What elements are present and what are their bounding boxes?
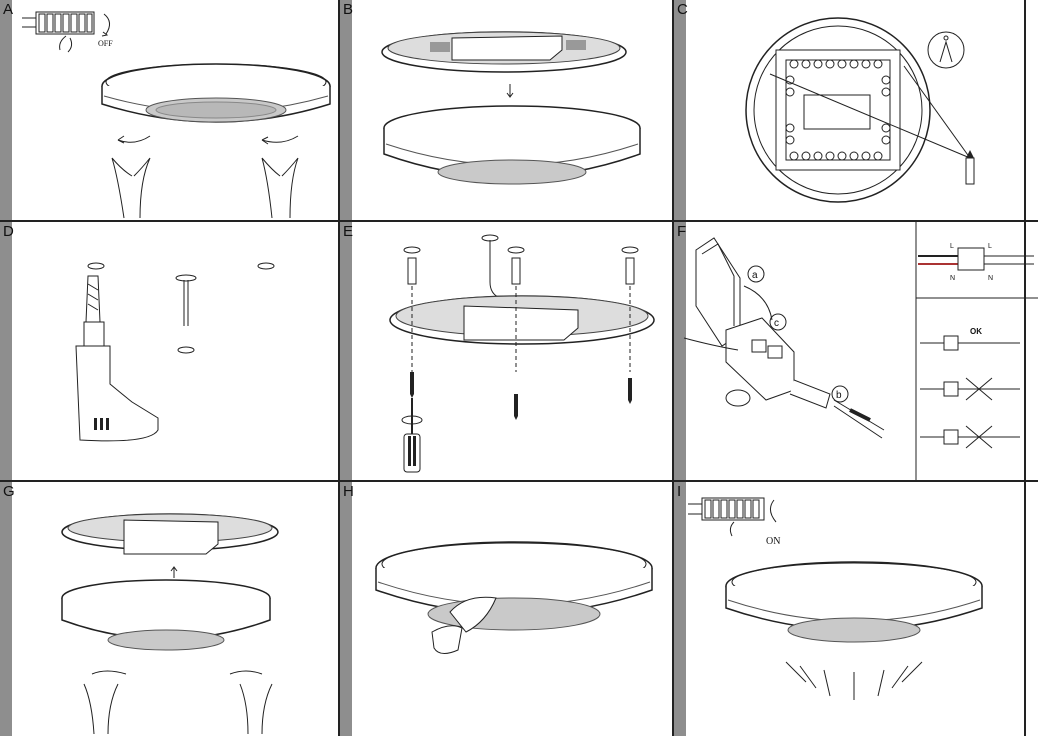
- power-switch-off-icon: [22, 11, 110, 53]
- wiring-diagram-icon: [918, 247, 1034, 271]
- outer-border-right: [1024, 0, 1026, 736]
- panel-e-illustration: [389, 234, 655, 473]
- panel-c-letter: C: [677, 1, 688, 18]
- panel-d-bar: [0, 222, 12, 480]
- row-divider: [0, 480, 1038, 482]
- rotate-arrow-left-icon: [117, 135, 151, 143]
- step-b-marker: [831, 385, 849, 403]
- screw-icon: [410, 372, 632, 420]
- row-divider: [0, 220, 1038, 222]
- panel-c-illustration: [745, 17, 975, 203]
- step-c-label: c: [774, 318, 779, 329]
- panel-b: B: [340, 0, 672, 220]
- panel-e-letter: E: [343, 223, 354, 240]
- curved-arrow-icon: [743, 285, 773, 321]
- wall-plug-icon: [407, 257, 635, 285]
- step-b-label: b: [836, 390, 842, 401]
- rotate-arrow-icon: [91, 670, 127, 675]
- power-switch-on-icon: [688, 497, 777, 537]
- panel-b-letter: B: [343, 1, 354, 18]
- switch-off-label: OFF: [98, 39, 113, 48]
- panel-g-bar: [0, 482, 12, 736]
- drill-hole-icon: [87, 262, 105, 270]
- panel-e-bar: [340, 222, 352, 480]
- mounting-base-icon: [381, 31, 627, 73]
- panel-i-illustration: ON: [688, 497, 983, 700]
- led-holes-icon: [785, 59, 891, 161]
- rotate-arrow-right-icon: [261, 135, 299, 143]
- panel-e: E: [340, 222, 672, 480]
- step-a-label: a: [752, 270, 758, 281]
- lamp-body-icon: [383, 105, 641, 185]
- magnified-pencil-icon: [927, 31, 965, 69]
- step-a-marker: [747, 265, 765, 283]
- panel-h-bar: [340, 482, 352, 736]
- left-hand-icon: [83, 683, 119, 735]
- panel-g-illustration: [61, 513, 279, 735]
- drill-hole-icon: [177, 346, 195, 354]
- column-divider: [672, 0, 674, 736]
- panel-i-letter: I: [677, 483, 682, 500]
- panel-b-bar: [340, 0, 352, 220]
- terminal-n-label-out: N: [988, 275, 993, 282]
- panel-h-letter: H: [343, 483, 354, 500]
- panel-d: D: [0, 222, 338, 480]
- panel-f-letter: F: [677, 223, 687, 240]
- incorrect-wiring-icon: [920, 377, 1020, 401]
- ceiling-lamp-icon: [101, 63, 331, 123]
- drill-hole-icon: [257, 262, 275, 270]
- panel-c: C: [674, 0, 1038, 220]
- panel-d-illustration: [75, 262, 275, 442]
- pencil-icon: [965, 150, 975, 185]
- panel-i: I ON: [674, 482, 1026, 736]
- panel-f: F a c b L N L: [674, 222, 1038, 480]
- panel-f-bar: [674, 222, 686, 480]
- terminal-block-assembly-icon: [683, 237, 885, 439]
- ceiling-lamp-icon: [725, 561, 983, 643]
- right-hand-icon: [261, 157, 299, 219]
- ok-label: OK: [970, 327, 982, 336]
- panel-a-letter: A: [3, 1, 14, 18]
- panel-h: H: [340, 482, 672, 736]
- correct-wiring-icon: [920, 335, 1020, 351]
- protective-film-icon: [431, 596, 497, 654]
- lamp-body-icon: [61, 579, 271, 651]
- base-plate-top-view-icon: [745, 17, 931, 203]
- step-c-marker: [769, 313, 787, 331]
- terminal-l-label-out: L: [988, 243, 992, 250]
- cable-outlet-icon: [175, 274, 197, 282]
- panel-i-bar: [674, 482, 686, 736]
- rotate-arrow-icon: [229, 670, 263, 675]
- drill-icon: [75, 275, 159, 442]
- ceiling-lamp-icon: [375, 541, 653, 631]
- panel-a-bar: [0, 0, 12, 220]
- column-divider: [338, 0, 340, 736]
- panel-b-illustration: [381, 31, 641, 185]
- terminal-n-label: N: [950, 275, 955, 282]
- panel-g-letter: G: [3, 483, 15, 500]
- left-hand-icon: [111, 157, 151, 219]
- panel-c-bar: [674, 0, 686, 220]
- screwdriver-icon: [401, 398, 423, 473]
- incorrect-wiring-icon: [920, 425, 1020, 449]
- panel-h-illustration: [375, 541, 653, 654]
- terminal-l-label: L: [950, 243, 954, 250]
- right-hand-icon: [239, 683, 273, 735]
- light-rays-icon: [785, 661, 923, 700]
- panel-d-letter: D: [3, 223, 14, 240]
- panel-a: A OFF: [0, 0, 338, 220]
- mounting-base-icon: [61, 513, 279, 555]
- switch-on-label: ON: [766, 536, 780, 547]
- panel-f-illustration: a c b L N L N OK: [683, 222, 1038, 480]
- panel-g: G: [0, 482, 338, 736]
- panel-a-illustration: OFF: [22, 11, 331, 219]
- mounting-base-icon: [389, 295, 655, 345]
